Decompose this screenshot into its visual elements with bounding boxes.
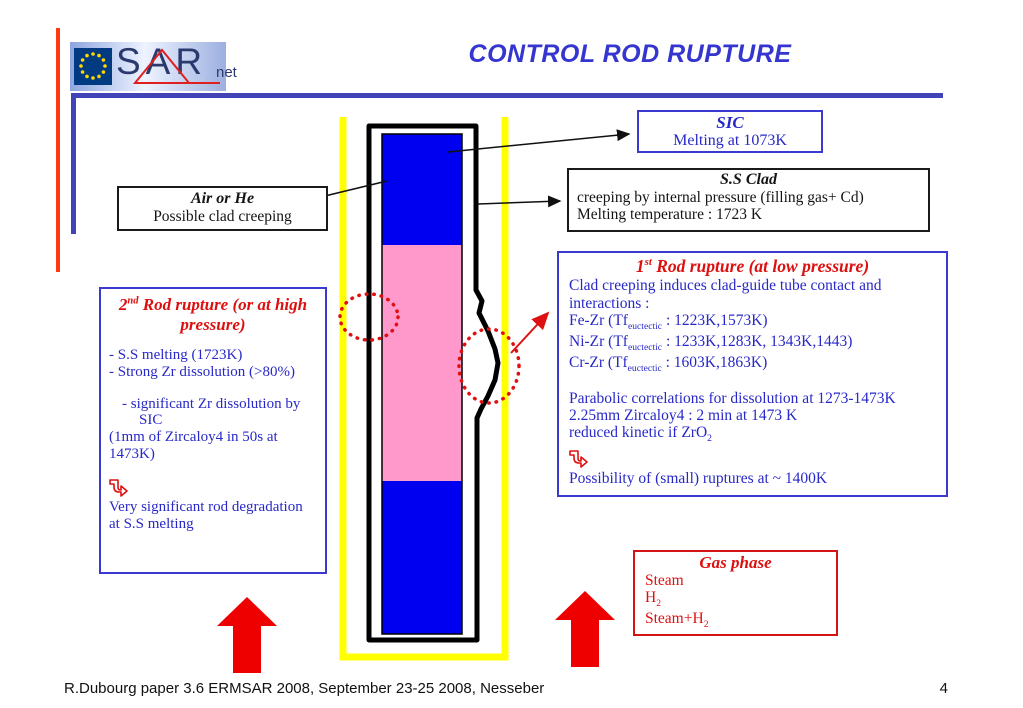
rupture1-para3: reduced kinetic if ZrO2 <box>569 424 712 445</box>
right-rupture-highlight-ellipse <box>457 327 521 405</box>
ssclad-callout-box: S.S Clad creeping by internal pressure (… <box>567 168 930 232</box>
top-blue-frame-line <box>71 93 943 98</box>
rupture1-cr-line: Cr-Zr (Tfeuctectic : 1603K,1863K) <box>569 353 768 374</box>
left-rupture-highlight-ellipse <box>338 292 400 342</box>
airhe-body: Possible clad creeping <box>153 207 292 225</box>
sic-body: Melting at 1073K <box>673 132 787 150</box>
gas-item-steam: Steam <box>645 572 684 590</box>
rupture2-point2: - Strong Zr dissolution (>80%) <box>109 363 295 380</box>
arrow-bulge-to-rupture1-box <box>510 311 550 354</box>
rupture2-callout-box: 2nd Rod rupture (or at high pressure) - … <box>99 287 327 574</box>
airhe-title: Air or He <box>190 190 255 207</box>
ssclad-line2: Melting temperature : 1723 K <box>577 206 763 224</box>
logo-red-triangle <box>132 48 220 84</box>
rod-top-blue-section <box>382 134 462 245</box>
rod-bottom-blue-section <box>382 481 462 634</box>
rupture2-point3: - significant Zr dissolution by SIC <box>122 395 301 429</box>
gas-phase-title: Gas phase <box>699 553 772 572</box>
ssclad-line1: creeping by internal pressure (filling g… <box>577 188 864 206</box>
rupture1-para1: Parabolic correlations for dissolution a… <box>569 389 896 407</box>
rupture2-conclusion: Very significant rod degradation at S.S … <box>109 498 303 532</box>
page-number: 4 <box>939 680 948 697</box>
rupture1-para2: 2.25mm Zircaloy4 : 2 min at 1473 K <box>569 407 798 425</box>
logo-text-main: SAR <box>116 41 208 82</box>
left-blue-frame-line <box>71 93 76 234</box>
logo-text-sub: net <box>216 64 237 81</box>
rod-inner-outline <box>381 133 463 635</box>
rupture2-point1: - S.S melting (1723K) <box>109 347 243 364</box>
bent-arrow-icon <box>569 450 588 469</box>
rupture2-point4: (1mm of Zircaloy4 in 50s at 1473K) <box>109 429 278 463</box>
sic-title: SIC <box>716 113 744 132</box>
sarnet-logo: SAR net <box>70 41 237 91</box>
page-title: CONTROL ROD RUPTURE <box>468 40 792 68</box>
airhe-callout-box: Air or He Possible clad creeping <box>117 186 328 231</box>
right-red-up-arrow <box>555 591 615 667</box>
arrow-to-ssclad-box <box>477 195 562 208</box>
rupture1-title: 1st Rod rupture (at low pressure) <box>635 255 870 276</box>
rupture1-conclusion: Possibility of (small) ruptures at ~ 140… <box>569 470 828 488</box>
sic-callout-box: SIC Melting at 1073K <box>637 110 823 153</box>
rupture1-callout-box: 1st Rod rupture (at low pressure) Clad c… <box>557 251 948 497</box>
footer-citation: R.Dubourg paper 3.6 ERMSAR 2008, Septemb… <box>64 680 545 697</box>
rupture1-intro: Clad creeping induces clad-guide tube co… <box>569 277 882 312</box>
rod-middle-pink-section <box>382 245 462 481</box>
bent-arrow-icon <box>109 479 128 497</box>
rupture2-title: 2nd Rod rupture (or at high pressure) <box>118 295 308 334</box>
gas-item-h2: H2 <box>645 589 661 610</box>
ssclad-title: S.S Clad <box>720 171 777 188</box>
left-red-edge-line <box>56 28 60 272</box>
gas-phase-callout-box: Gas phase Steam H2 Steam+H2 <box>633 550 838 636</box>
guide-tube-yellow <box>339 117 509 661</box>
rupture1-fe-line: Fe-Zr (Tfeuctectic : 1223K,1573K) <box>569 312 768 333</box>
gas-item-steam-h2: Steam+H2 <box>645 610 709 631</box>
arrow-to-sic-box <box>447 129 631 153</box>
left-red-up-arrow <box>217 597 277 673</box>
rupture1-ni-line: Ni-Zr (Tfeuctectic : 1233K,1283K, 1343K,… <box>569 332 853 354</box>
eu-flag-icon <box>74 48 112 85</box>
